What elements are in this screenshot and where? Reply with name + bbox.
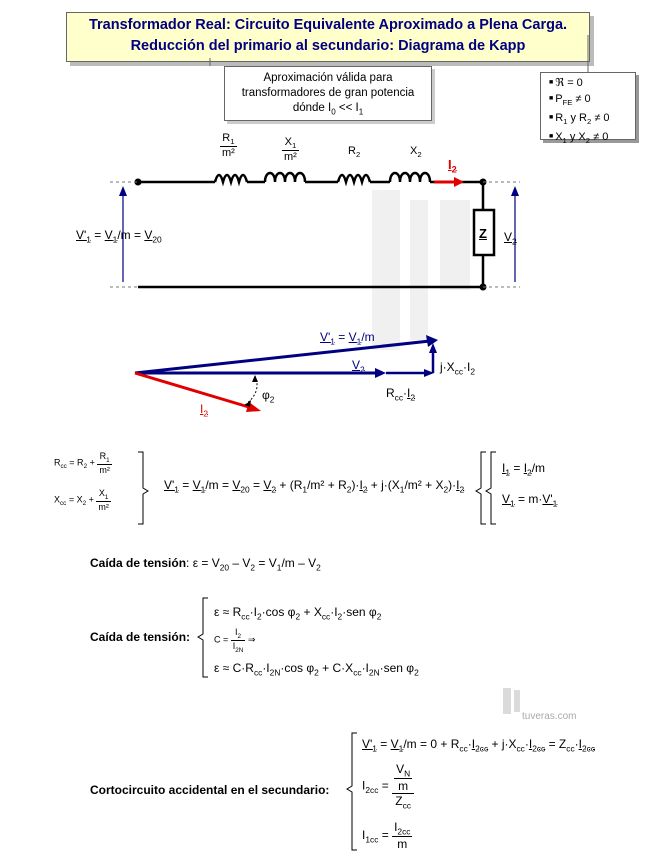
caida-line2: ε ≈ C·Rcc·I2N·cos φ2 + C·Xcc·I2N·sen φ2	[214, 661, 419, 678]
phasor-label-v2: V2	[352, 358, 365, 375]
phasor-label-jx: j·Xcc·I2	[440, 360, 476, 377]
title-line1: Transformador Real: Circuito Equivalente…	[88, 17, 568, 33]
label-v1-circuit: V'1 = V1/m = V20	[76, 228, 162, 245]
caida-simple: Caída de tensión: ε = V20 – V2 = V1/m – …	[90, 556, 321, 573]
note-line1: Aproximación válida para	[263, 72, 393, 84]
condition-pfe: PFE ≠ 0	[549, 91, 635, 110]
eq-v1: V1 = m·V'1	[502, 492, 558, 509]
phasor-v1	[134, 339, 431, 375]
phasor-label-rcc: Rcc·I2	[386, 386, 416, 403]
eq-main: V'1 = V1/m = V20 = V2 + (R1/m² + R2)·I2 …	[164, 478, 465, 495]
caida-label: Caída de tensión:	[90, 630, 191, 644]
condition-r: R1 y R2 ≠ 0	[549, 110, 635, 129]
phasor-label-i2: I2	[200, 402, 209, 419]
label-x2: X2	[410, 145, 422, 160]
inductor-x1m	[263, 171, 307, 183]
title-box: Transformador Real: Circuito Equivalente…	[66, 12, 590, 62]
approximation-note: Aproximación válida para transformadores…	[224, 66, 432, 121]
corto-label: Cortocircuito accidental en el secundari…	[90, 783, 330, 797]
note-line2: transformadores de gran potencia	[241, 87, 415, 99]
label-v2-circuit: V2	[504, 230, 517, 247]
phi-arc	[244, 375, 258, 406]
resistor-r1m	[213, 173, 249, 187]
condition-reluctance: ℜ = 0	[549, 75, 635, 91]
terminal	[134, 178, 142, 186]
watermark-logo	[372, 190, 470, 350]
phasor-label-v1: V'1 = V1/m	[320, 330, 375, 347]
corto-line1: V'1 = V1/m = 0 + Rcc·I2cc + j·Xcc·I2cc =…	[362, 737, 596, 754]
condition-x: X1 y X2 ≠ 0	[549, 129, 635, 148]
label-z: Z	[479, 226, 487, 241]
note-line3: dónde I0 << I1	[292, 102, 364, 117]
watermark-small-logo	[503, 688, 520, 714]
inductor-x2	[388, 171, 432, 183]
watermark-text: tuveras.com	[522, 711, 577, 722]
title-line2: Reducción del primario al secundario: Di…	[130, 38, 526, 54]
label-r2: R2	[348, 145, 361, 160]
caida-line1: ε ≈ Rcc·I2·cos φ2 + Xcc·I2·sen φ2	[214, 605, 382, 622]
resistor-r2	[336, 173, 372, 187]
phasor-i2	[134, 371, 253, 410]
conditions-box: ℜ = 0 PFE ≠ 0 R1 y R2 ≠ 0 X1 y X2 ≠ 0	[540, 72, 636, 146]
eq-i1: I1 = I2/m	[502, 461, 546, 478]
label-i2: I2	[448, 157, 457, 175]
phasor-label-phi: φ2	[262, 388, 275, 405]
